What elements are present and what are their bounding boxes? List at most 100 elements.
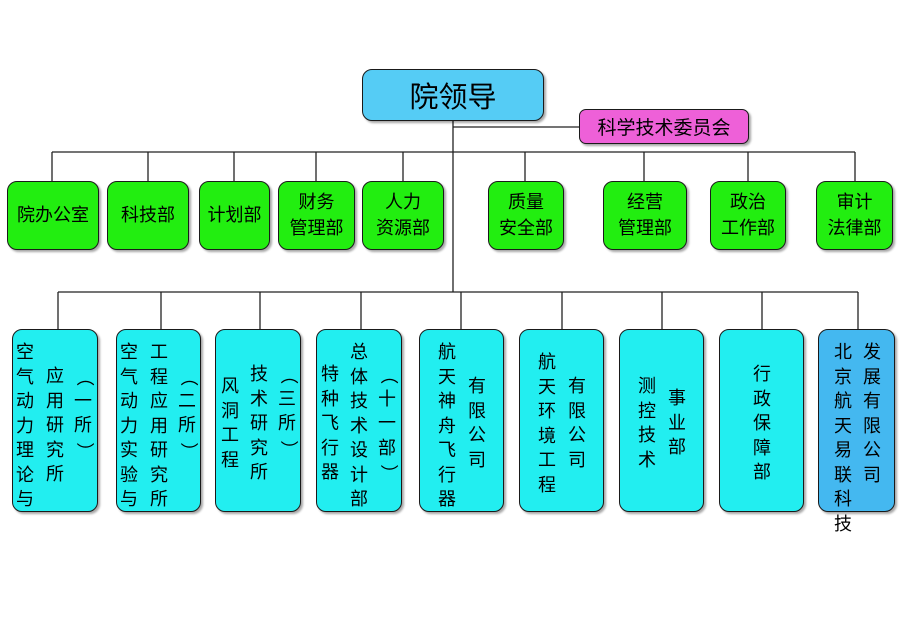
vertical-glyph: 行 [321, 437, 339, 459]
vertical-glyph: 一 [74, 390, 92, 412]
environment-company-box: 航天环境工程 有限公司 [519, 329, 604, 512]
vertical-glyph: 理 [16, 440, 34, 461]
institute-text-column: 行政保障部 [751, 363, 773, 486]
vertical-glyph: 用 [150, 415, 168, 437]
leader-box: 院领导 [362, 69, 544, 121]
admin-support-box: 行政保障部 [719, 329, 804, 512]
vertical-glyph: 力 [120, 415, 138, 437]
institute-11-box: 特种飞行器 总体技术设计部 （十一部） [316, 329, 402, 512]
vertical-glyph: （ [277, 366, 299, 385]
vertical-glyph: 动 [16, 391, 34, 412]
vertical-glyph: 气 [120, 366, 138, 388]
dept-label: 质量 安全部 [499, 191, 553, 239]
vertical-glyph: 技 [638, 425, 656, 446]
vertical-glyph: （ [377, 366, 399, 385]
dept-office-box: 院办公室 [7, 181, 99, 250]
vertical-glyph: 发 [863, 342, 881, 363]
vertical-glyph: 术 [638, 449, 656, 471]
vertical-glyph: 程 [538, 474, 556, 496]
vertical-glyph: 究 [46, 439, 64, 461]
vertical-glyph: 程 [150, 366, 168, 388]
vertical-glyph: 所 [150, 489, 168, 510]
vertical-glyph: 限 [468, 400, 486, 422]
vertical-glyph: 展 [863, 366, 881, 388]
institute-text-column: 测控技术 [636, 375, 658, 473]
vertical-glyph: 验 [120, 464, 138, 486]
measurement-division-box: 测控技术 事业部 [619, 329, 704, 512]
vertical-glyph: 天 [538, 376, 556, 398]
vertical-glyph: ） [277, 439, 299, 458]
institute-text-column: （ 三所 ） [276, 363, 298, 461]
dept-planning-box: 计划部 [199, 181, 270, 250]
vertical-glyph: 研 [46, 415, 64, 436]
vertical-glyph: 有 [863, 391, 881, 412]
vertical-glyph: 三 [278, 388, 296, 410]
institute-text-column: 北京航天易联科技 [832, 341, 854, 537]
vertical-glyph: （ [73, 368, 95, 387]
vertical-glyph: 测 [638, 376, 656, 397]
institute-text-column: 航天环境工程 [536, 351, 558, 498]
vertical-glyph: 行 [753, 364, 771, 385]
vertical-glyph: 应 [150, 391, 168, 412]
vertical-glyph: 航 [834, 391, 852, 412]
institute-text-column: 有限公司 [566, 375, 588, 473]
leader-label: 院领导 [409, 80, 497, 114]
vertical-glyph: 应 [46, 366, 64, 387]
institute-text-column: 有限公司 [466, 375, 488, 473]
vertical-glyph: 风 [221, 376, 239, 397]
dept-tech-box: 科技部 [107, 181, 189, 250]
vertical-glyph: 飞 [321, 413, 339, 434]
vertical-glyph: 空 [16, 342, 34, 363]
vertical-glyph: 政 [753, 388, 771, 410]
dept-label: 院办公室 [17, 204, 89, 226]
dept-hr-box: 人力 资源部 [362, 181, 444, 250]
vertical-glyph: 境 [538, 425, 556, 447]
institute-text-column: 特种飞行器 [319, 363, 341, 486]
vertical-glyph: 飞 [438, 440, 456, 461]
vertical-glyph: 舟 [438, 415, 456, 437]
vertical-glyph: 技 [834, 513, 852, 535]
vertical-glyph: 气 [16, 366, 34, 388]
dept-business-box: 经营 管理部 [603, 181, 687, 250]
institute-1-box: 空气动力理论与 应用研究所 （一所） [12, 329, 98, 512]
vertical-glyph: 程 [221, 449, 239, 471]
vertical-glyph: 十 [378, 388, 396, 410]
vertical-glyph: ） [177, 441, 199, 460]
institute-text-column: 总体技术设计部 [348, 341, 370, 513]
institute-text-column: 风洞工程 [219, 375, 241, 473]
vertical-glyph: 保 [753, 413, 771, 434]
vertical-glyph: 易 [834, 440, 852, 461]
institute-3-box: 风洞工程 技术研究所 （三所） [215, 329, 301, 512]
vertical-glyph: 二 [178, 390, 196, 412]
vertical-glyph: 所 [278, 413, 296, 434]
vertical-glyph: 联 [834, 464, 852, 486]
dept-label: 经营 管理部 [618, 191, 672, 239]
dept-label: 科技部 [121, 204, 175, 226]
vertical-glyph: 所 [74, 415, 92, 436]
vertical-glyph: 动 [120, 391, 138, 412]
vertical-glyph: 科 [834, 489, 852, 510]
vertical-glyph: 术 [350, 415, 368, 437]
vertical-glyph: 司 [863, 464, 881, 486]
vertical-glyph: 公 [863, 440, 881, 461]
vertical-glyph: 术 [250, 388, 268, 410]
vertical-glyph: 设 [350, 440, 368, 461]
institute-text-column: 空气动力实验与 [118, 341, 140, 513]
yilian-company-box: 北京航天易联科技 发展有限公司 [818, 329, 895, 535]
institute-text-column: 应用研究所 [44, 365, 66, 488]
vertical-glyph: 究 [150, 464, 168, 486]
dept-quality-box: 质量 安全部 [488, 181, 564, 250]
vertical-glyph: 力 [16, 415, 34, 437]
vertical-glyph: 洞 [221, 400, 239, 422]
vertical-glyph: 器 [438, 489, 456, 510]
vertical-glyph: （ [177, 368, 199, 387]
vertical-glyph: 所 [178, 415, 196, 436]
vertical-glyph: 事 [668, 388, 686, 409]
vertical-glyph: 工 [150, 342, 168, 363]
institute-text-column: （十一部） [376, 363, 398, 486]
institute-text-column: 航天神舟飞行器 [436, 341, 458, 513]
vertical-glyph: 有 [468, 376, 486, 397]
vertical-glyph: 业 [668, 412, 686, 434]
vertical-glyph: 司 [468, 449, 486, 471]
institute-text-column: （ 二所 ） [176, 365, 198, 463]
